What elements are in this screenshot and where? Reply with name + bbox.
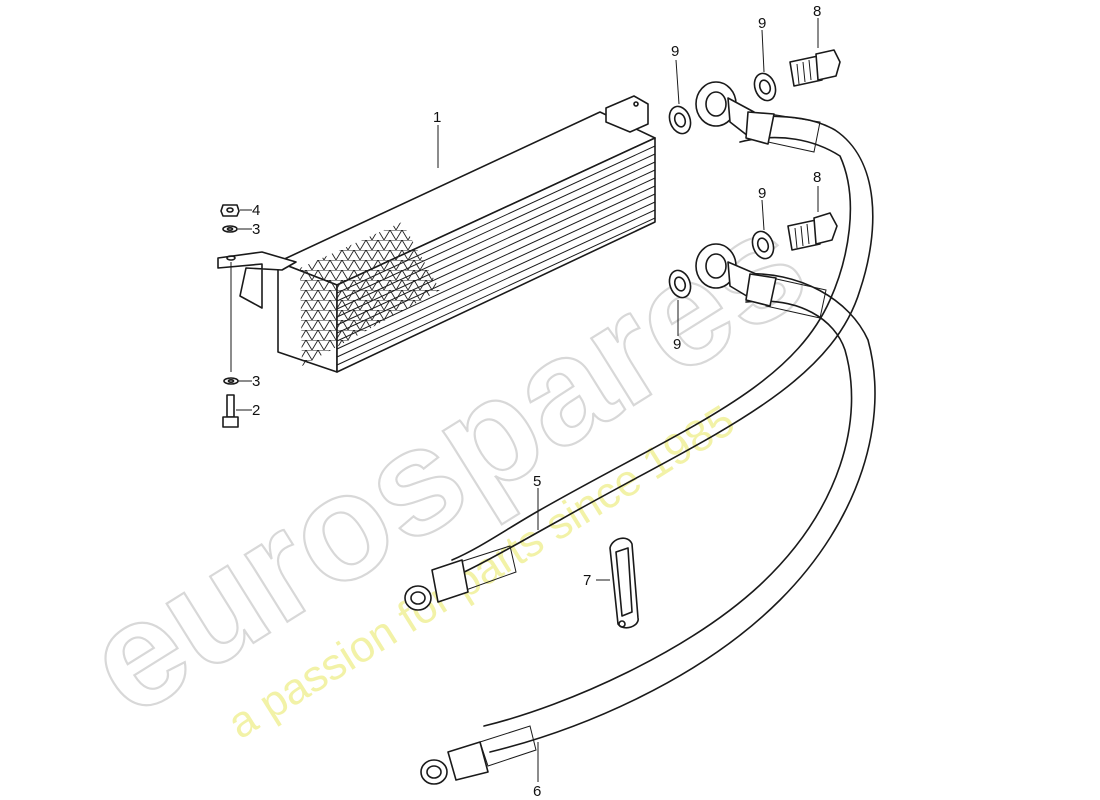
hose-part-6	[420, 243, 876, 785]
callout-3-top: 3	[252, 221, 260, 238]
banjo-bolt-part-8-upper	[789, 49, 841, 87]
callout-9-b: 9	[758, 15, 766, 32]
callout-6: 6	[533, 783, 541, 800]
washer-part-9-d	[668, 269, 692, 299]
callout-3-bottom: 3	[252, 373, 260, 390]
callout-4: 4	[252, 202, 260, 219]
oil-cooler	[217, 95, 656, 373]
nut-part-4	[220, 204, 240, 217]
washer-part-9-c	[751, 230, 775, 260]
hose-part-5	[404, 81, 874, 611]
callout-8-lower: 8	[813, 169, 821, 186]
washer-part-9-a	[668, 105, 692, 135]
banjo-bolt-part-8-lower	[787, 212, 838, 251]
callout-2: 2	[252, 402, 260, 419]
washer-part-3-top	[222, 225, 238, 233]
callout-9-c: 9	[758, 185, 766, 202]
callout-1: 1	[433, 109, 441, 126]
hose-clamp-part-7	[609, 537, 639, 629]
washer-part-9-b	[753, 72, 777, 102]
cooler-mesh	[300, 222, 440, 366]
callout-7: 7	[583, 572, 591, 589]
callout-5: 5	[533, 473, 541, 490]
callout-8-upper: 8	[813, 3, 821, 20]
leader-lines	[236, 18, 819, 782]
bolt-part-2	[222, 394, 239, 428]
callout-labels: 1 4 3 3 2 9 9 8 8 9 9 5 7 6	[252, 3, 821, 800]
callout-9-a: 9	[671, 43, 679, 60]
left-mounting-bracket	[217, 251, 297, 309]
washer-part-3-bottom	[223, 377, 239, 385]
callout-9-d: 9	[673, 336, 681, 353]
